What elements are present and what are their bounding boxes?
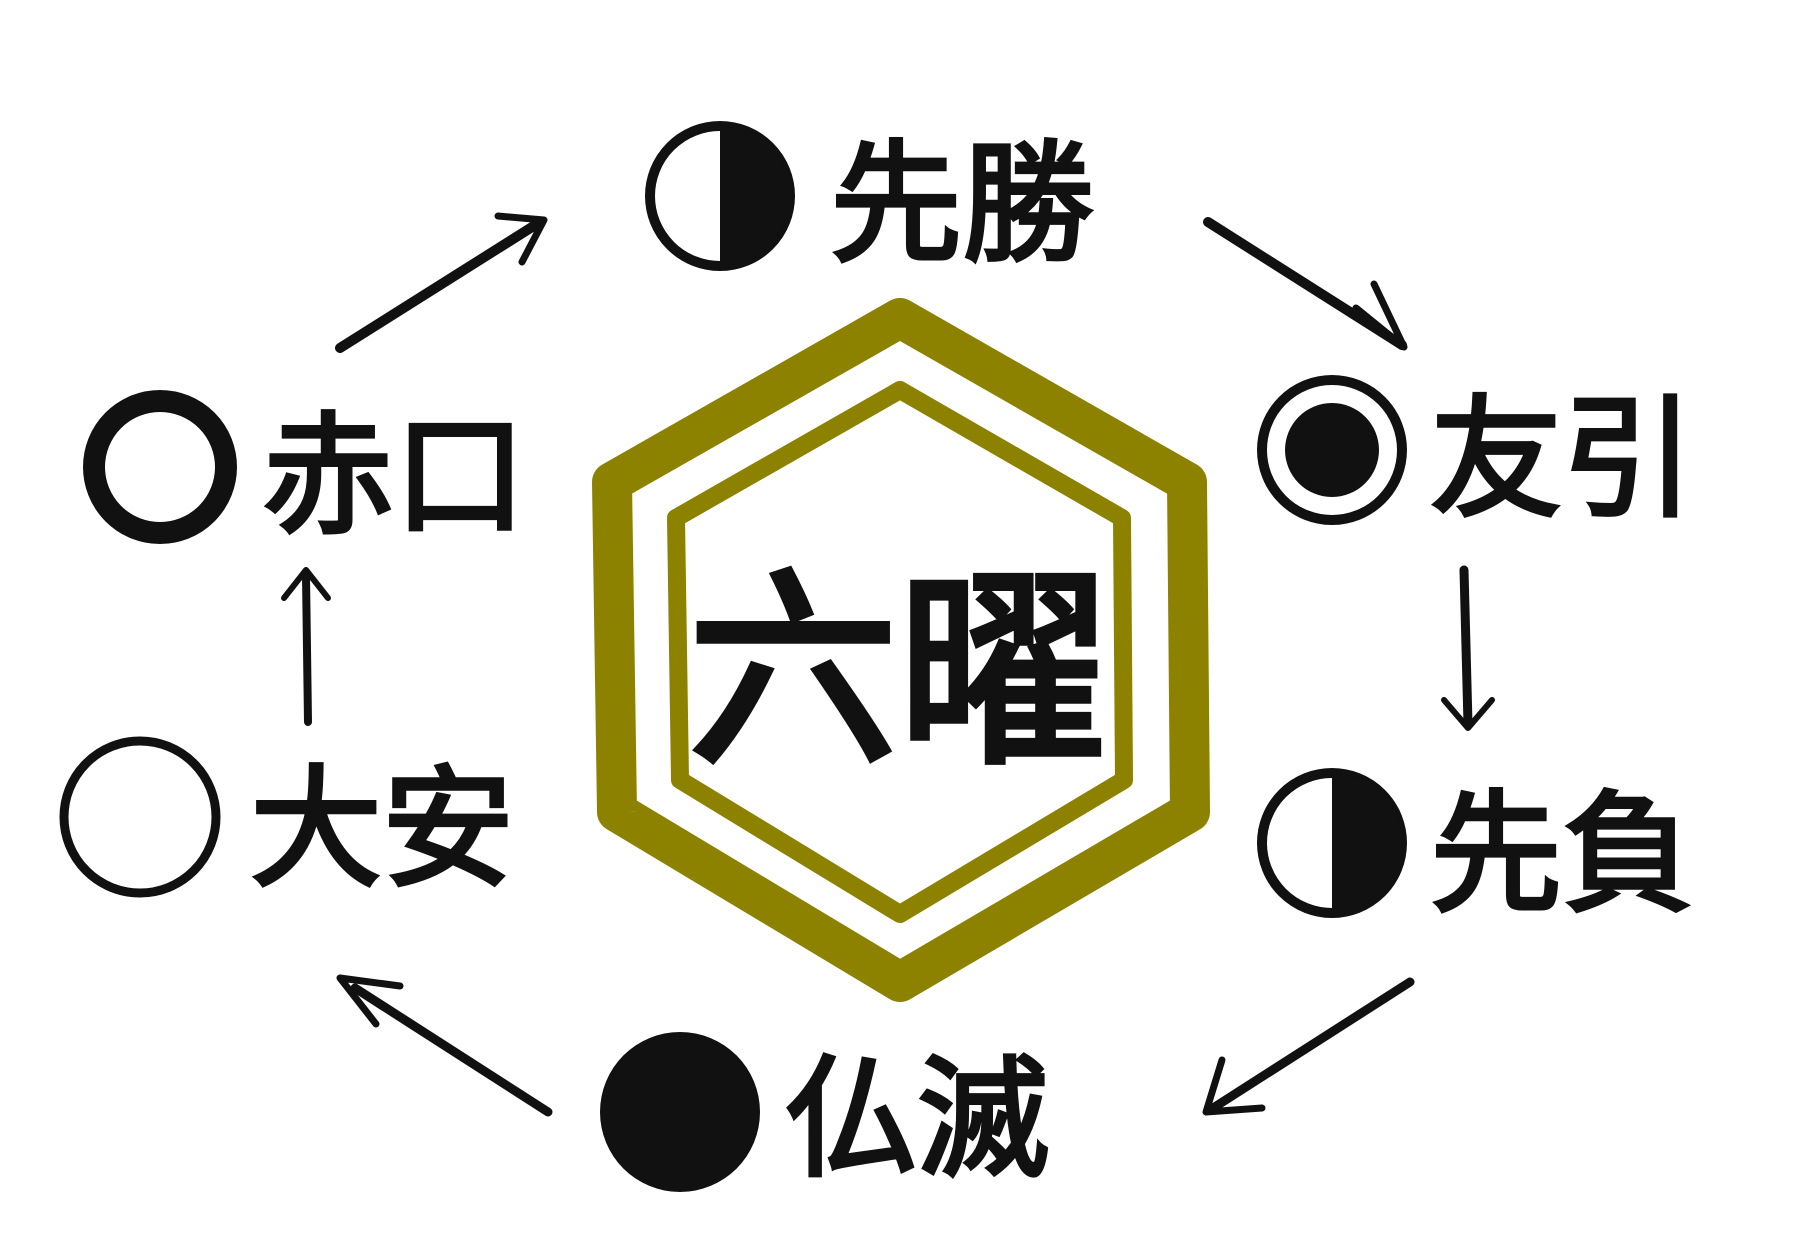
node-shakko: 赤口 [83, 390, 526, 554]
half-right-filled-circle-icon [1257, 768, 1407, 918]
node-label-taian: 大安 [250, 752, 514, 907]
open-circle-icon [59, 736, 221, 898]
bullseye-circle-icon [1257, 375, 1407, 525]
thick-ring-icon [83, 390, 237, 544]
arrow-taian-to-shakko [281, 567, 331, 726]
node-label-sensho: 先勝 [830, 127, 1095, 282]
node-taian: 大安 [59, 736, 514, 907]
node-tomobiki: 友引 [1257, 375, 1694, 537]
arrow-butsumetsu-to-taian [336, 974, 553, 1117]
cycle-arrows [281, 212, 1495, 1117]
node-label-shakko: 赤口 [262, 399, 526, 554]
center-title: 六曜 [688, 548, 1108, 795]
filled-circle-icon [600, 1032, 760, 1192]
inner-hexagon [667, 381, 1133, 923]
node-label-senbu: 先負 [1430, 777, 1694, 932]
node-label-tomobiki: 友引 [1430, 382, 1694, 537]
outer-hexagon [592, 298, 1210, 1002]
node-label-butsumetsu: 仏滅 [785, 1042, 1049, 1197]
node-senbu: 先負 [1257, 768, 1694, 932]
arrow-shakko-to-sensho [335, 212, 548, 353]
node-sensho: 先勝 [645, 121, 1095, 282]
arrow-tomobiki-to-senbu [1441, 565, 1495, 731]
half-right-filled-circle-icon [645, 121, 795, 271]
center-hexagon-emblem: 六曜 [592, 298, 1210, 1002]
node-butsumetsu: 仏滅 [600, 1032, 1049, 1197]
arrow-senbu-to-butsumetsu [1202, 977, 1415, 1116]
arrow-sensho-to-tomobiki [1203, 217, 1408, 351]
